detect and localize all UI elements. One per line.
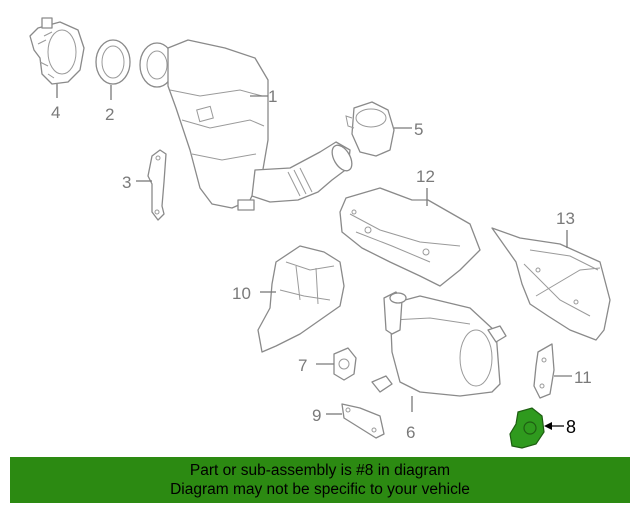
callout-13[interactable]: 13 (556, 209, 575, 228)
banner-line-1: Part or sub-assembly is #8 in diagram (189, 462, 451, 479)
part-9-bracket[interactable] (341, 403, 385, 439)
banner-line-2: Diagram may not be specific to your vehi… (170, 481, 470, 498)
part-11-bracket[interactable] (533, 343, 555, 399)
part-10-heat-shield[interactable] (257, 245, 345, 353)
part-3-bracket[interactable] (147, 149, 167, 221)
part-8-mount-highlighted[interactable] (509, 407, 545, 449)
callout-3[interactable]: 3 (122, 173, 131, 192)
part-7-mount[interactable] (333, 347, 357, 381)
part-13-heat-shield-panel[interactable] (491, 227, 611, 341)
callout-4[interactable]: 4 (51, 103, 60, 122)
part-1-catalytic-converter[interactable] (139, 39, 356, 211)
callout-10[interactable]: 10 (232, 284, 251, 303)
callout-2[interactable]: 2 (105, 105, 114, 124)
callout-9[interactable]: 9 (312, 406, 321, 425)
callout-5[interactable]: 5 (414, 120, 423, 139)
callout-1[interactable]: 1 (268, 87, 277, 106)
callout-6[interactable]: 6 (406, 423, 415, 442)
callout-12[interactable]: 12 (416, 167, 435, 186)
parts-diagram: 4 2 1 5 3 (29, 17, 611, 449)
part-2-gasket[interactable] (95, 39, 131, 85)
part-12-heat-shield[interactable] (339, 187, 481, 287)
callout-8[interactable]: 8 (566, 417, 576, 437)
part-5-sleeve[interactable] (345, 101, 395, 157)
info-banner: Part or sub-assembly is #8 in diagram Di… (10, 457, 630, 503)
part-4-clamp[interactable] (29, 17, 85, 85)
part-6-muffler[interactable] (371, 291, 507, 397)
callout-11[interactable]: 11 (574, 368, 592, 387)
callout-7[interactable]: 7 (298, 356, 307, 375)
